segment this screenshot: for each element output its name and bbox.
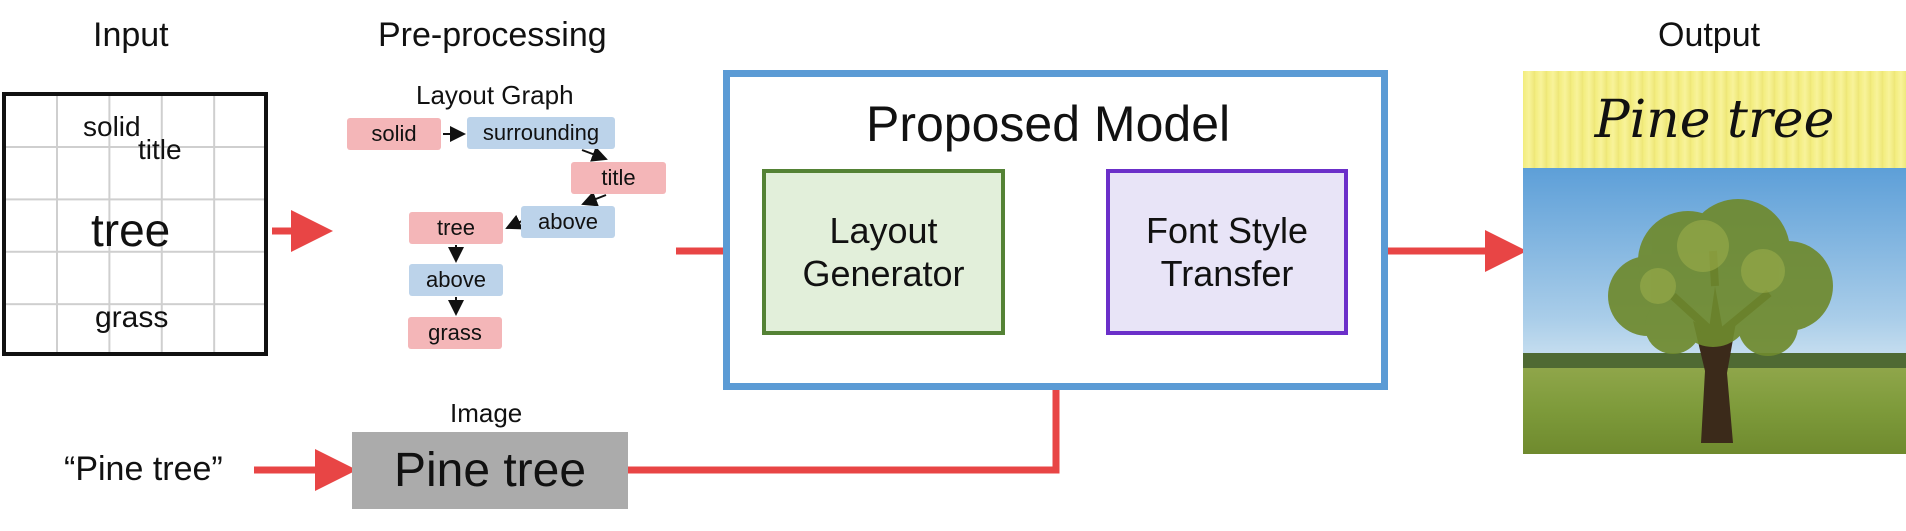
output-tree-illustration	[1608, 199, 1833, 443]
font-style-transfer-line-2: Transfer	[1160, 253, 1294, 294]
output-title-banner: Pine tree	[1523, 71, 1906, 168]
layout-generator-line-2: Generator	[802, 253, 965, 294]
graph-node-surrounding: surrounding	[467, 117, 615, 149]
layout-generator-line-1: Layout	[829, 209, 938, 251]
graph-node-grass: grass	[408, 317, 502, 349]
image-box: Pine tree	[352, 432, 628, 509]
graph-node-above-1: above	[521, 206, 615, 238]
font-style-transfer-box: Font Style Transfer	[1106, 169, 1348, 335]
grid-word-title: title	[138, 134, 182, 165]
layout-generator-box: Layout Generator	[762, 169, 1005, 335]
graph-node-tree: tree	[409, 212, 503, 244]
output-image: Pine tree	[1523, 71, 1906, 454]
image-label: Image	[450, 398, 523, 428]
graph-edge-arrow-icon	[581, 146, 608, 162]
graph-node-above-2: above	[409, 264, 503, 296]
graph-node-title: title	[571, 162, 666, 194]
graph-edge-arrow-icon	[505, 214, 524, 230]
output-banner-text: Pine tree	[1594, 89, 1835, 150]
graph-node-solid: solid	[347, 118, 441, 150]
grid-word-solid: solid	[83, 111, 141, 142]
layout-graph-label: Layout Graph	[416, 80, 574, 110]
font-style-transfer-line-1: Font Style	[1145, 209, 1309, 251]
graph-edge-arrow-icon	[581, 191, 607, 207]
text-prompt: “Pine tree”	[64, 450, 223, 488]
input-grid	[2, 92, 268, 356]
proposed-model-title: Proposed Model	[866, 96, 1231, 152]
preprocessing-heading: Pre-processing	[378, 16, 607, 54]
grid-word-grass: grass	[95, 301, 169, 334]
grid-word-tree: tree	[91, 204, 171, 256]
input-heading: Input	[93, 16, 169, 54]
output-heading: Output	[1658, 16, 1761, 54]
